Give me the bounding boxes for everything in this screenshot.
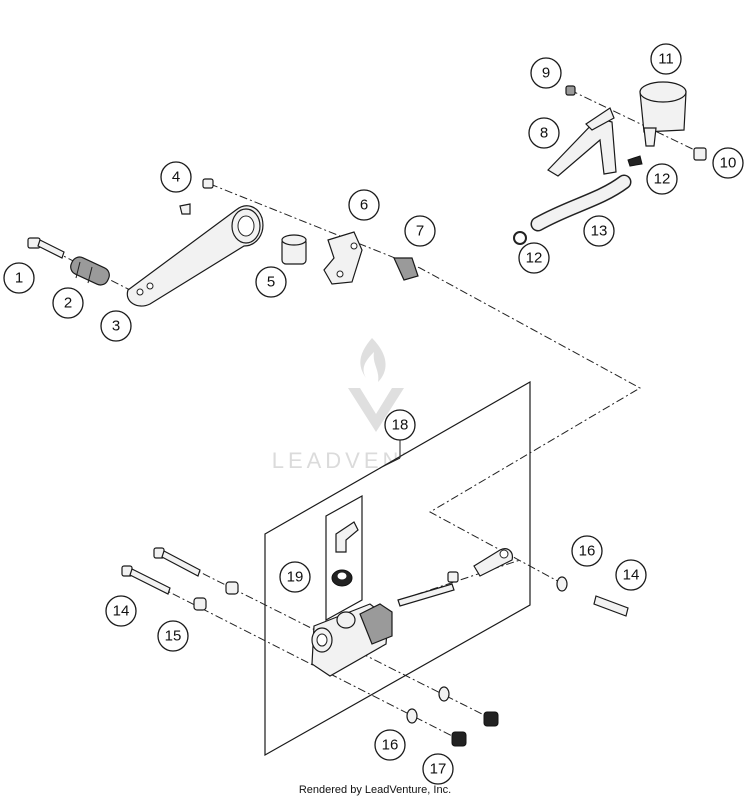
callout-14-left: 14 [105,595,137,627]
svg-text:16: 16 [579,543,596,560]
svg-text:12: 12 [654,171,671,188]
callout-7: 7 [404,215,436,247]
callout-4: 4 [160,161,192,193]
pedal-bracket [323,231,363,285]
washer-16a [438,686,450,702]
callout-8: 8 [528,117,560,149]
master-cylinder [311,548,513,677]
callout-13: 13 [583,215,615,247]
svg-text:11: 11 [658,51,674,68]
brake-pedal [126,205,264,307]
callout-1: 1 [3,262,35,294]
svg-text:13: 13 [591,223,608,240]
washer-16b [406,708,418,724]
nut-9 [565,85,576,96]
callout-5: 5 [255,266,287,298]
callout-19: 19 [279,561,311,593]
svg-text:16: 16 [382,737,399,754]
clamp-12-lower [513,231,527,245]
callout-2: 2 [52,287,84,319]
svg-text:17: 17 [430,761,447,778]
svg-text:9: 9 [542,65,550,82]
svg-text:4: 4 [172,169,180,186]
callout-14-right: 14 [615,559,647,591]
nut-17a [483,711,499,727]
spacer-15b [225,581,239,595]
callout-11: 11 [650,43,682,75]
footer-credit: Rendered by LeadVenture, Inc. [299,784,451,796]
svg-text:8: 8 [540,125,548,142]
seal-kit-panel [325,494,363,622]
callout-10: 10 [712,147,744,179]
svg-text:15: 15 [165,628,182,645]
pin-7 [393,257,419,281]
callout-3: 3 [100,310,132,342]
clamp-12-upper [627,155,643,167]
callout-15: 15 [157,620,189,652]
bushing [281,234,307,265]
spacer-15a [193,597,207,611]
svg-text:10: 10 [720,155,737,172]
callout-12-upper: 12 [646,163,678,195]
long-bolt-14-right [593,595,629,617]
svg-text:5: 5 [267,274,275,291]
reservoir-bracket [547,107,617,177]
callout-6: 6 [348,189,380,221]
svg-text:19: 19 [287,569,304,586]
leader-lines [379,440,401,469]
nut-17b [451,731,467,747]
long-bolt-14-left [121,547,201,595]
callout-18: 18 [384,409,416,441]
callout-12-lower: 12 [518,242,550,274]
svg-text:1: 1 [15,270,23,287]
callout-16-right: 16 [571,535,603,567]
svg-text:6: 6 [360,197,368,214]
svg-text:7: 7 [416,223,424,240]
svg-text:14: 14 [623,567,640,584]
svg-text:18: 18 [392,417,409,434]
callout-9: 9 [530,57,562,89]
svg-text:2: 2 [64,295,72,312]
callout-16-bottom: 16 [374,729,406,761]
bolt-4 [179,178,214,215]
callout-17: 17 [422,753,454,785]
pedal-bolt [27,237,65,259]
washer-16-right [556,576,568,592]
fluid-reservoir [639,81,687,147]
screw-10 [693,147,707,161]
svg-text:12: 12 [526,250,543,267]
pedal-tip [70,256,110,286]
svg-text:14: 14 [113,603,130,620]
svg-text:3: 3 [112,318,120,335]
